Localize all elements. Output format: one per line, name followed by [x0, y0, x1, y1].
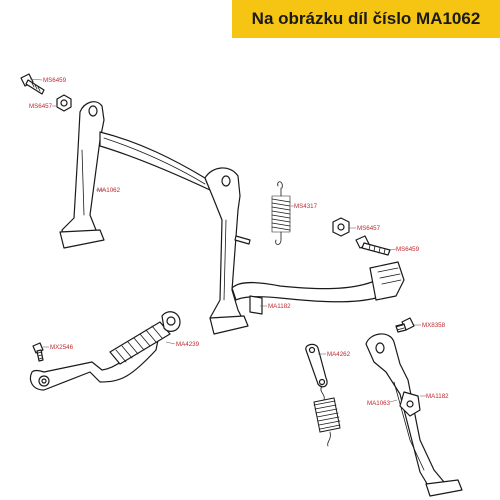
label-ma1182-side: MA1182	[426, 393, 449, 400]
nut-ms6457-right	[332, 217, 350, 237]
label-mx2546: MX2546	[50, 344, 74, 351]
label-ma1062: MA1062	[97, 187, 121, 194]
label-ma1063: MA1063	[367, 400, 391, 407]
center-stand-ma1062	[59, 101, 405, 335]
label-ma4262: MA4262	[327, 351, 351, 358]
nut-ms6457-top	[56, 94, 72, 112]
label-ma1182-center: MA1182	[268, 303, 291, 310]
kick-lever-ma4239	[29, 311, 181, 391]
spring-lower	[313, 385, 341, 447]
spring-ms4317	[271, 181, 291, 245]
bracket-ma4262	[305, 343, 328, 388]
label-ms6457-right: MS6457	[357, 225, 381, 232]
bolt-ms6459-top	[20, 73, 45, 95]
label-ms6459-top: MS6459	[43, 77, 67, 84]
label-ms4317: MS4317	[294, 203, 318, 210]
label-mx8358: MX8358	[422, 322, 446, 329]
banner-text: Na obrázku díl číslo MA1062	[251, 9, 481, 28]
label-ms6457-top: MS6457	[29, 103, 53, 110]
side-stand-ma1063	[365, 333, 463, 497]
bolt-mx8358	[395, 317, 415, 333]
part-number-banner: Na obrázku díl číslo MA1062	[232, 0, 500, 38]
label-ma4239: MA4239	[176, 341, 200, 348]
bolt-ms6459-right	[355, 235, 391, 256]
bolt-mx2546	[32, 342, 44, 362]
label-ms6459-right: MS6459	[396, 246, 420, 253]
